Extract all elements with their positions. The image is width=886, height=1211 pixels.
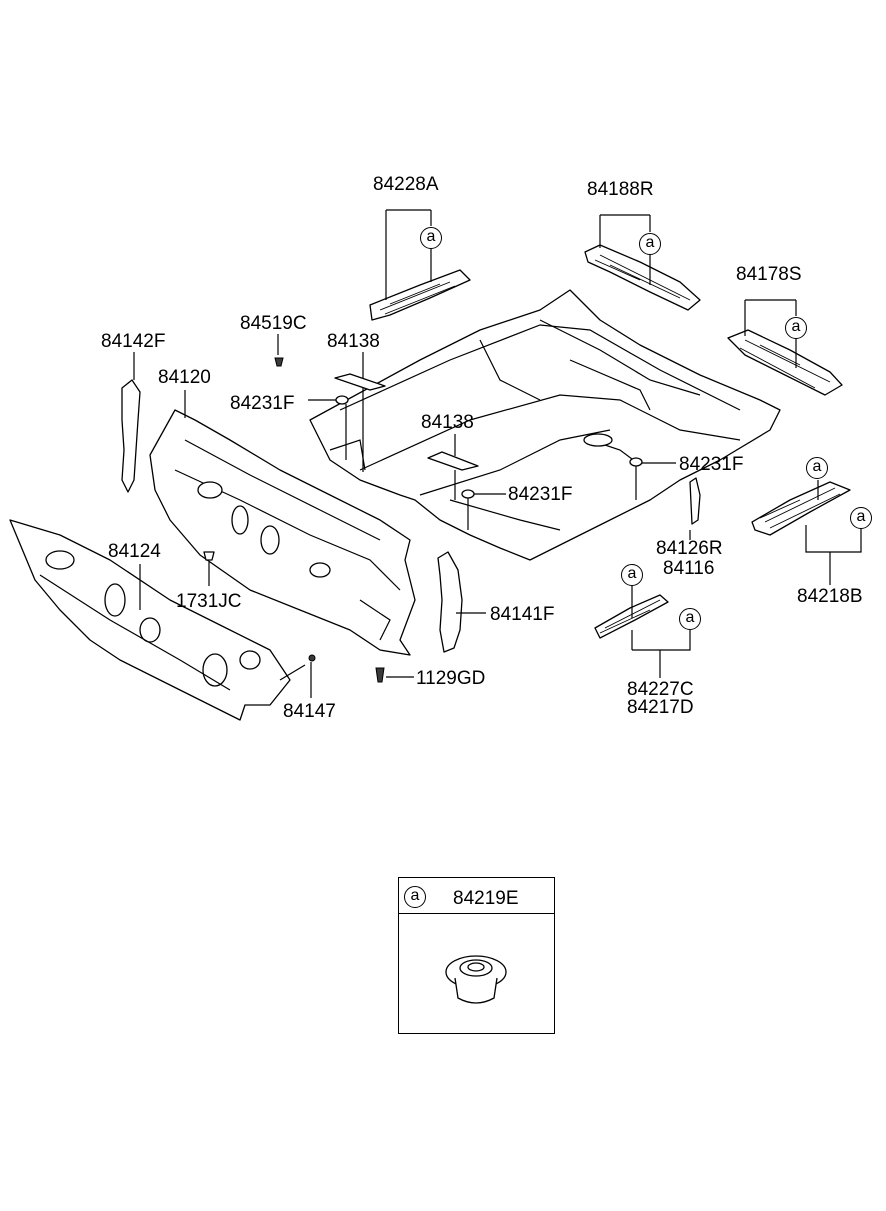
label-84141F: 84141F bbox=[490, 604, 555, 625]
callout-a-84178S: a bbox=[785, 317, 807, 339]
legend-part-number: 84219E bbox=[453, 888, 519, 909]
label-84217D: 84217D bbox=[627, 697, 694, 718]
label-84227C: 84227C bbox=[627, 679, 694, 700]
legend-callout-a: a bbox=[404, 886, 426, 908]
insulator-shape bbox=[9, 519, 291, 721]
mat-84178S-shape bbox=[727, 329, 843, 396]
callout-a-84227C-left: a bbox=[621, 564, 643, 586]
plug-84231F-left-shape bbox=[335, 395, 349, 405]
clip-84147-shape bbox=[308, 654, 316, 662]
label-1731JC: 1731JC bbox=[176, 591, 242, 612]
label-84138-mid: 84138 bbox=[421, 412, 474, 433]
pad-84142F-shape bbox=[121, 379, 141, 493]
mat-84228A-shape bbox=[369, 269, 471, 321]
strip-84126R-shape bbox=[689, 477, 701, 525]
callout-a-84228A: a bbox=[420, 227, 442, 249]
bolt-1129GD-shape bbox=[375, 667, 385, 683]
callout-a-84227C-right: a bbox=[679, 608, 701, 630]
label-1129GD: 1129GD bbox=[416, 668, 486, 689]
label-84147: 84147 bbox=[283, 701, 336, 722]
label-84231F-center: 84231F bbox=[508, 484, 573, 505]
callout-a-84188R: a bbox=[639, 233, 661, 255]
mat-84218B-shape bbox=[751, 481, 851, 536]
floor-pan-shape bbox=[309, 289, 781, 561]
legend-divider bbox=[399, 913, 554, 914]
label-84178S: 84178S bbox=[736, 264, 802, 285]
label-84231F-left: 84231F bbox=[230, 393, 295, 414]
label-84120: 84120 bbox=[158, 367, 211, 388]
plug-84231F-right-shape bbox=[629, 457, 643, 467]
mat-84188R-shape bbox=[584, 244, 701, 311]
leader-lines bbox=[133, 209, 862, 698]
label-84116: 84116 bbox=[663, 558, 715, 579]
label-84519C: 84519C bbox=[240, 313, 307, 334]
plug-84231F-center-shape bbox=[461, 489, 475, 499]
pad-84138-top-shape bbox=[334, 373, 386, 391]
label-84218B: 84218B bbox=[797, 586, 863, 607]
label-84138-top: 84138 bbox=[327, 331, 380, 352]
pad-84141F-shape bbox=[437, 551, 463, 653]
legend-box: a 84219E bbox=[398, 877, 555, 1034]
label-84126R: 84126R bbox=[656, 538, 723, 559]
label-84228A: 84228A bbox=[373, 174, 439, 195]
label-84142F: 84142F bbox=[101, 331, 166, 352]
pad-84138-mid-shape bbox=[427, 451, 479, 471]
clip-1731JC-shape bbox=[203, 551, 215, 561]
callout-a-84218B-upper: a bbox=[806, 457, 828, 479]
legend-clip-shape bbox=[445, 955, 507, 1004]
callout-a-84218B-right: a bbox=[850, 507, 872, 529]
dash-panel-shape bbox=[149, 409, 416, 656]
label-84188R: 84188R bbox=[587, 179, 654, 200]
label-84231F-right: 84231F bbox=[679, 454, 744, 475]
clip-84519C-shape bbox=[274, 357, 284, 367]
label-84124: 84124 bbox=[108, 541, 161, 562]
